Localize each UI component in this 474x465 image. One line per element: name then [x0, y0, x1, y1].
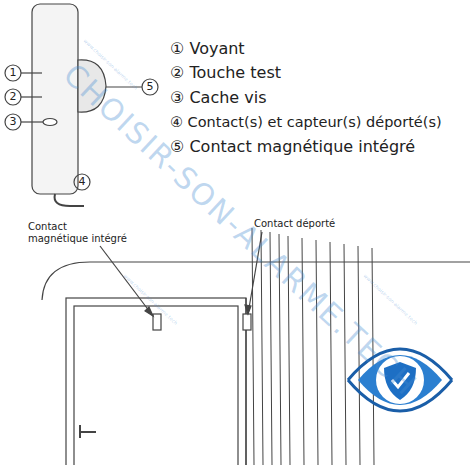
door-frame — [66, 298, 246, 465]
screw-cover — [43, 119, 57, 126]
callout-number: 5 — [147, 81, 154, 94]
cable — [55, 194, 84, 206]
arrowhead — [245, 305, 251, 314]
legend-item: ⑤ Contact magnétique intégré — [170, 138, 415, 156]
callout-circle — [5, 89, 21, 105]
callout-number: 1 — [10, 67, 17, 80]
part-label: Contact déporté — [254, 218, 335, 230]
callout-circle — [142, 79, 158, 95]
door-handle — [80, 425, 96, 438]
leader-line — [21, 96, 42, 97]
detector-body — [32, 4, 78, 194]
callout-number: 4 — [79, 176, 86, 189]
leader-line — [21, 72, 42, 73]
callout-number: 2 — [10, 91, 17, 104]
leader-line — [21, 121, 43, 122]
watermark: www.choisir-son-alarme.tech — [362, 273, 419, 326]
integrated-contact — [153, 314, 161, 330]
part-label: Contact magnétique intégré — [28, 221, 128, 244]
callout-circle — [74, 174, 90, 190]
legend-item: ① Voyant — [170, 40, 245, 58]
legend-item: ③ Cache vis — [170, 89, 267, 107]
arrowhead — [145, 307, 153, 316]
legend-item: ② Touche test — [170, 64, 281, 82]
legend-item: ④ Contact(s) et capteur(s) déporté(s) — [170, 114, 442, 131]
door — [74, 306, 238, 465]
callout-number: 3 — [10, 116, 17, 129]
callout-circle — [5, 114, 21, 130]
remote-contact — [243, 314, 251, 330]
watermark: CHOISIR-SON-ALARME.TECH — [56, 57, 423, 403]
callout-circle — [5, 65, 21, 81]
watermark: www.choisir-son-alarme.tech — [122, 273, 179, 326]
